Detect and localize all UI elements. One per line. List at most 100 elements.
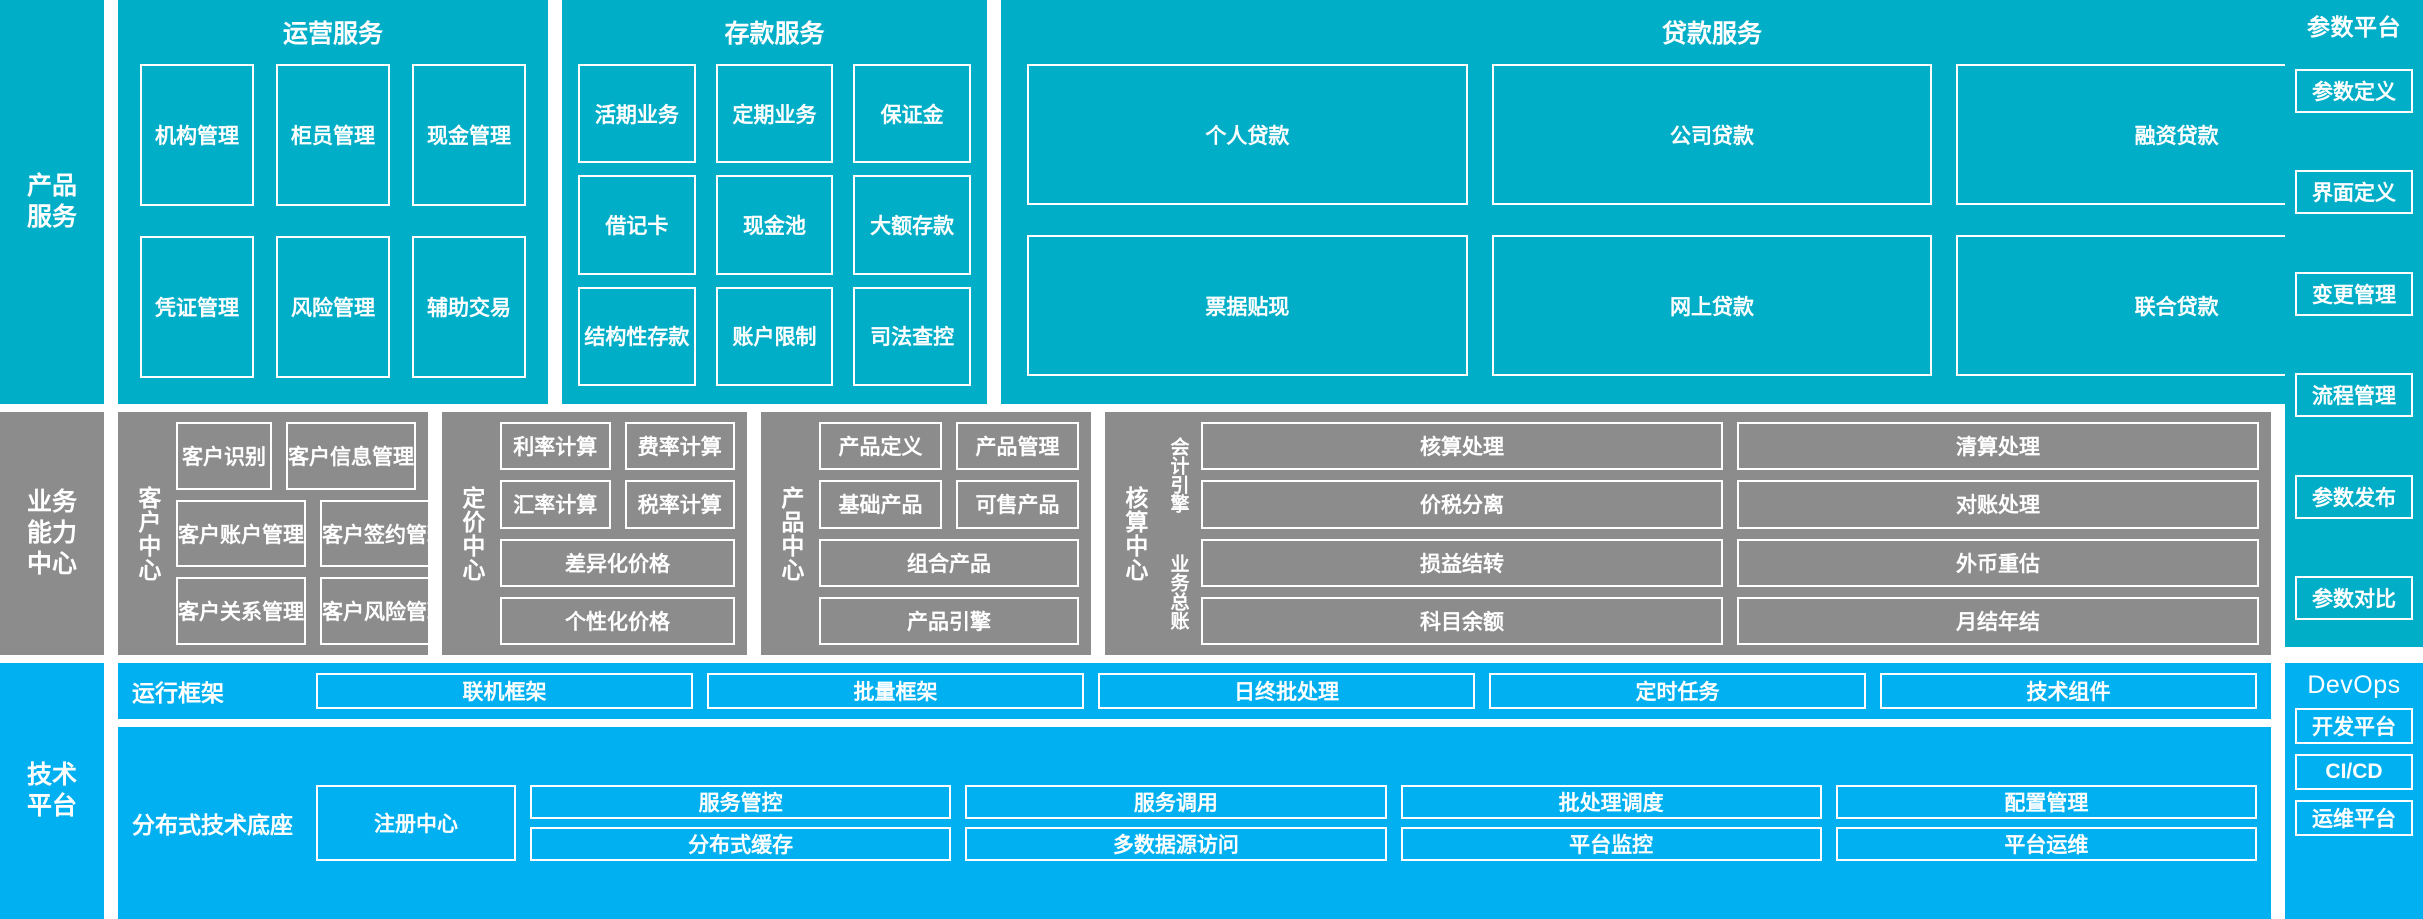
accounting-item[interactable]: 外币重估 (1737, 538, 2259, 587)
devops-item[interactable]: 开发平台 (2295, 708, 2413, 744)
capability-row: 汇率计算 税率计算 (500, 480, 735, 529)
capability-item[interactable]: 组合产品 (819, 538, 1079, 587)
devops-items: 开发平台 CI/CD 运维平台 (2295, 708, 2413, 911)
service-item[interactable]: 柜员管理 (276, 64, 390, 206)
devops-item[interactable]: CI/CD (2295, 754, 2413, 790)
capability-item[interactable]: 客户风险管理 (320, 577, 450, 646)
capability-center-pricing-label: 定价中心 (458, 485, 485, 582)
service-item[interactable]: 司法查控 (853, 286, 971, 386)
capability-item[interactable]: 客户关系管理 (176, 577, 306, 646)
capability-row: 客户账户管理 客户签约管理 (176, 499, 450, 568)
accounting-block-engine-items: 核算处理 清算处理 价税分离 对账处理 (1201, 422, 2259, 529)
side-panel-devops-title: DevOps (2307, 671, 2401, 699)
service-item[interactable]: 保证金 (853, 64, 971, 164)
service-item[interactable]: 辅助交易 (412, 236, 526, 378)
capability-item[interactable]: 税率计算 (624, 480, 735, 529)
base-item[interactable]: 平台监控 (1400, 827, 1822, 861)
registry-center-box[interactable]: 注册中心 (316, 785, 516, 861)
base-item[interactable]: 批处理调度 (1400, 785, 1822, 819)
service-item[interactable]: 现金管理 (412, 64, 526, 206)
capability-item[interactable]: 客户信息管理 (286, 422, 416, 490)
parameter-platform-item[interactable]: 流程管理 (2295, 373, 2413, 418)
capability-item[interactable]: 可售产品 (956, 480, 1079, 529)
parameter-platform-item[interactable]: 界面定义 (2295, 170, 2413, 215)
service-item[interactable]: 凭证管理 (140, 236, 254, 378)
base-item[interactable]: 分布式缓存 (530, 827, 952, 861)
parameter-platform-item[interactable]: 参数发布 (2295, 474, 2413, 519)
runtime-framework-row: 运行框架 联机框架 批量框架 日终批处理 定时任务 技术组件 (118, 663, 2271, 719)
distributed-base-row: 分布式技术底座 注册中心 服务管控 服务调用 批处理调度 配置管理 分布式缓存 … (118, 727, 2271, 919)
accounting-item[interactable]: 科目余额 (1201, 596, 1723, 645)
capability-center-product-items: 产品定义 产品管理 基础产品 可售产品 组合产品 产品引擎 (807, 422, 1079, 645)
distributed-base-items: 服务管控 服务调用 批处理调度 配置管理 分布式缓存 多数据源访问 平台监控 平… (530, 785, 2257, 861)
base-item[interactable]: 配置管理 (1835, 785, 2257, 819)
capability-item[interactable]: 客户识别 (176, 422, 272, 490)
accounting-item[interactable]: 价税分离 (1201, 480, 1723, 529)
service-item[interactable]: 风险管理 (276, 236, 390, 378)
service-item[interactable]: 现金池 (715, 175, 834, 275)
accounting-item[interactable]: 核算处理 (1201, 422, 1723, 471)
devops-item[interactable]: 运维平台 (2295, 800, 2413, 836)
category-label-technical-platform-text: 技术平台 (26, 760, 77, 820)
service-item[interactable]: 机构管理 (140, 64, 254, 206)
runtime-item[interactable]: 批量框架 (707, 673, 1084, 709)
registry-center-wrap: 注册中心 (316, 785, 516, 861)
band-product-service: 产品服务 运营服务 机构管理 柜员管理 现金管理 凭证管理 风险管理 辅助交易 … (0, 0, 2423, 647)
capability-item[interactable]: 利率计算 (500, 422, 611, 471)
service-item[interactable]: 票据贴现 (1027, 235, 1468, 376)
capability-row: 客户识别 客户信息管理 (176, 422, 416, 490)
capability-item[interactable]: 汇率计算 (500, 480, 611, 529)
parameter-platform-items: 参数定义 界面定义 变更管理 流程管理 参数发布 参数对比 (2295, 50, 2413, 639)
capability-item[interactable]: 差异化价格 (500, 538, 735, 587)
service-item[interactable]: 活期业务 (578, 64, 696, 164)
parameter-platform-item[interactable]: 参数定义 (2295, 68, 2413, 113)
base-item[interactable]: 多数据源访问 (965, 827, 1387, 861)
band-business-capability: 业务能力中心 客户中心 客户识别 客户信息管理 客户账户管理 客户签约管理 客户… (0, 412, 2423, 655)
runtime-item[interactable]: 定时任务 (1489, 673, 1866, 709)
runtime-item[interactable]: 日终批处理 (1098, 673, 1475, 709)
capability-row: 组合产品 (819, 538, 1079, 587)
capability-item[interactable]: 产品管理 (956, 422, 1079, 471)
side-panel-devops: DevOps 开发平台 CI/CD 运维平台 (2285, 663, 2423, 919)
capability-item[interactable]: 客户账户管理 (176, 499, 306, 568)
service-item[interactable]: 定期业务 (715, 64, 834, 164)
service-item[interactable]: 公司贷款 (1491, 64, 1933, 205)
base-item[interactable]: 服务调用 (965, 785, 1387, 819)
service-item[interactable]: 大额存款 (853, 175, 971, 275)
base-item[interactable]: 平台运维 (1835, 827, 2257, 861)
base-item[interactable]: 服务管控 (530, 785, 952, 819)
accounting-item[interactable]: 清算处理 (1737, 422, 2259, 471)
capability-row: 产品引擎 (819, 596, 1079, 645)
service-group-deposit-items: 活期业务 定期业务 保证金 借记卡 现金池 大额存款 结构性存款 账户限制 司法… (574, 64, 975, 392)
capability-item[interactable]: 客户签约管理 (320, 499, 450, 568)
capability-center-pricing-items: 利率计算 费率计算 汇率计算 税率计算 差异化价格 个性化价格 (488, 422, 735, 645)
runtime-item[interactable]: 联机框架 (316, 673, 693, 709)
service-group-deposit-title: 存款服务 (724, 20, 825, 48)
runtime-item[interactable]: 技术组件 (1880, 673, 2257, 709)
service-item[interactable]: 个人贷款 (1027, 64, 1468, 205)
service-item[interactable]: 网上贷款 (1491, 235, 1933, 376)
capability-row: 差异化价格 (500, 538, 735, 587)
accounting-item[interactable]: 损益结转 (1201, 538, 1723, 587)
capability-item[interactable]: 基础产品 (819, 480, 942, 529)
service-item[interactable]: 借记卡 (578, 175, 696, 275)
accounting-block-engine-label: 会计引擎 (1167, 437, 1189, 514)
accounting-item[interactable]: 月结年结 (1737, 596, 2259, 645)
category-label-product-service: 产品服务 (0, 0, 104, 404)
accounting-block-engine: 会计引擎 核算处理 清算处理 价税分离 对账处理 (1163, 422, 2259, 529)
service-item[interactable]: 账户限制 (715, 286, 834, 386)
capability-item[interactable]: 个性化价格 (500, 596, 735, 645)
parameter-platform-item[interactable]: 变更管理 (2295, 271, 2413, 316)
accounting-block-ledger-label: 业务总账 (1167, 553, 1189, 630)
capability-item[interactable]: 产品定义 (819, 422, 942, 471)
service-item[interactable]: 结构性存款 (578, 286, 696, 386)
capability-center-pricing: 定价中心 利率计算 费率计算 汇率计算 税率计算 差异化价格 个性化价格 (442, 412, 747, 655)
capability-item[interactable]: 产品引擎 (819, 596, 1079, 645)
capability-item[interactable]: 费率计算 (624, 422, 735, 471)
parameter-platform-item[interactable]: 参数对比 (2295, 576, 2413, 621)
accounting-item[interactable]: 对账处理 (1737, 480, 2259, 529)
runtime-framework-items: 联机框架 批量框架 日终批处理 定时任务 技术组件 (316, 673, 2257, 709)
capability-row: 产品定义 产品管理 (819, 422, 1079, 471)
capability-row: 基础产品 可售产品 (819, 480, 1079, 529)
service-group-operations: 运营服务 机构管理 柜员管理 现金管理 凭证管理 风险管理 辅助交易 (118, 0, 548, 404)
